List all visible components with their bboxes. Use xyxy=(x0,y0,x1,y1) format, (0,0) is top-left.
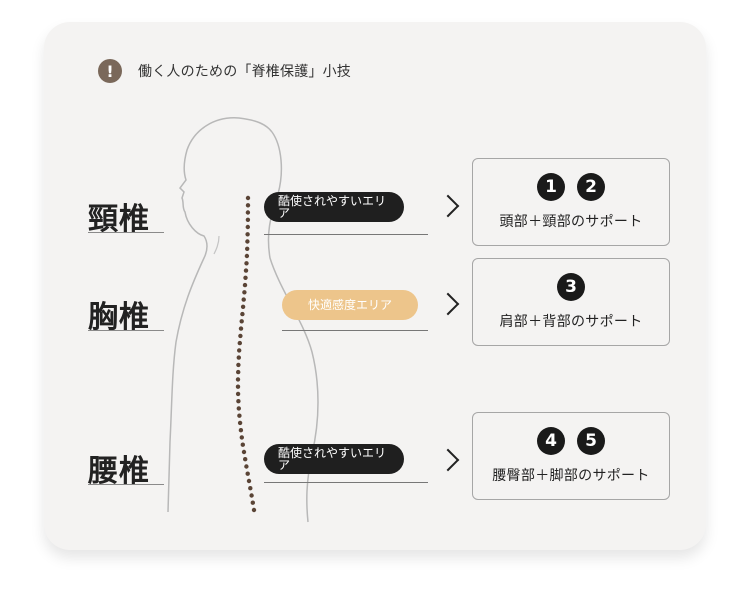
spine-dot xyxy=(249,493,254,498)
guide-line xyxy=(264,482,428,483)
spine-dot xyxy=(237,420,243,426)
spine-dot xyxy=(243,268,249,273)
spine-dot xyxy=(245,224,250,230)
spine-dot xyxy=(238,326,244,331)
spine-dot xyxy=(245,246,250,251)
pill-lumbar: 酷使されやすいエリア xyxy=(264,444,404,474)
spine-dot xyxy=(236,369,241,375)
pill-cervical: 酷使されやすいエリア xyxy=(264,192,404,222)
region-label-thoracic: 胸椎 xyxy=(88,300,150,335)
spine-dot xyxy=(239,435,244,440)
spine-dot xyxy=(241,449,247,455)
spine-dot xyxy=(236,399,241,404)
spine-dot xyxy=(248,486,253,491)
spine-dot xyxy=(240,442,245,447)
spine-dot xyxy=(236,355,241,360)
neck-front-line xyxy=(213,235,220,255)
number-badge: 2 xyxy=(577,173,605,201)
number-badge: 1 xyxy=(537,173,565,201)
spine-dot xyxy=(245,471,250,476)
box-label: 頭部＋頸部のサポート xyxy=(499,214,643,230)
spine-dot xyxy=(251,507,257,513)
spine-dot xyxy=(238,428,244,433)
support-box-cervical: 1 2 頭部＋頸部のサポート xyxy=(472,158,670,246)
spine-dot xyxy=(243,275,248,280)
spine-dot xyxy=(245,239,250,244)
spine-dot xyxy=(242,290,247,295)
region-label-cervical: 頸椎 xyxy=(88,202,150,237)
support-box-lumbar: 4 5 腰臀部＋脚部のサポート xyxy=(472,412,670,500)
spine-dot xyxy=(235,384,241,389)
guide-line xyxy=(264,234,428,235)
spine-dot xyxy=(245,210,251,215)
spine-dot xyxy=(239,319,244,324)
spine-dot xyxy=(245,232,250,237)
box-label: 肩部＋背部のサポート xyxy=(499,314,643,330)
spine-dots xyxy=(235,195,257,513)
spine-dot xyxy=(245,217,251,222)
pill-text: 酷使されやすいエリア xyxy=(278,194,387,220)
spine-dot xyxy=(241,297,246,302)
guide-line xyxy=(282,330,428,331)
spine-dot xyxy=(237,413,242,418)
spine-dot xyxy=(240,304,246,309)
pill-text: 快適感度エリア xyxy=(307,298,392,312)
region-underline-cervical xyxy=(88,232,164,233)
region-underline-thoracic xyxy=(88,330,164,331)
spine-dot xyxy=(237,340,242,346)
spine-dot xyxy=(245,203,251,208)
spine-dot xyxy=(237,348,242,353)
header-title: 働く人のための「脊椎保護」小技 xyxy=(138,64,351,80)
number-badge: 4 xyxy=(537,427,565,455)
pill-text: 酷使されやすいエリア xyxy=(278,446,387,472)
spine-dot xyxy=(244,261,249,266)
spine-dot xyxy=(243,457,248,462)
number-badge: 5 xyxy=(577,427,605,455)
spine-dot xyxy=(236,362,241,368)
info-card: ! 働く人のための「脊椎保護」小技 頸椎 酷使されやすいエリア 1 2 頭部＋頸… xyxy=(44,22,706,550)
spine-dot xyxy=(244,253,250,259)
spine-dot xyxy=(245,195,251,201)
exclamation-icon: ! xyxy=(98,59,122,83)
spine-dot xyxy=(240,311,245,317)
head-outline xyxy=(167,117,273,513)
spine-dot xyxy=(235,377,241,382)
support-box-thoracic: 3 肩部＋背部のサポート xyxy=(472,258,670,346)
spine-dot xyxy=(242,282,248,288)
spine-dot xyxy=(238,333,243,339)
pill-thoracic: 快適感度エリア xyxy=(282,290,418,320)
box-label: 腰臀部＋脚部のサポート xyxy=(492,468,650,484)
spine-dot xyxy=(250,500,255,505)
spine-dot xyxy=(235,391,241,397)
number-badge: 3 xyxy=(557,273,585,301)
spine-dot xyxy=(236,406,241,411)
spine-dot xyxy=(246,478,252,484)
header: ! 働く人のための「脊椎保護」小技 xyxy=(98,58,351,84)
region-label-lumbar: 腰椎 xyxy=(88,454,150,489)
spine-dot xyxy=(244,464,249,469)
region-underline-lumbar xyxy=(88,484,164,485)
